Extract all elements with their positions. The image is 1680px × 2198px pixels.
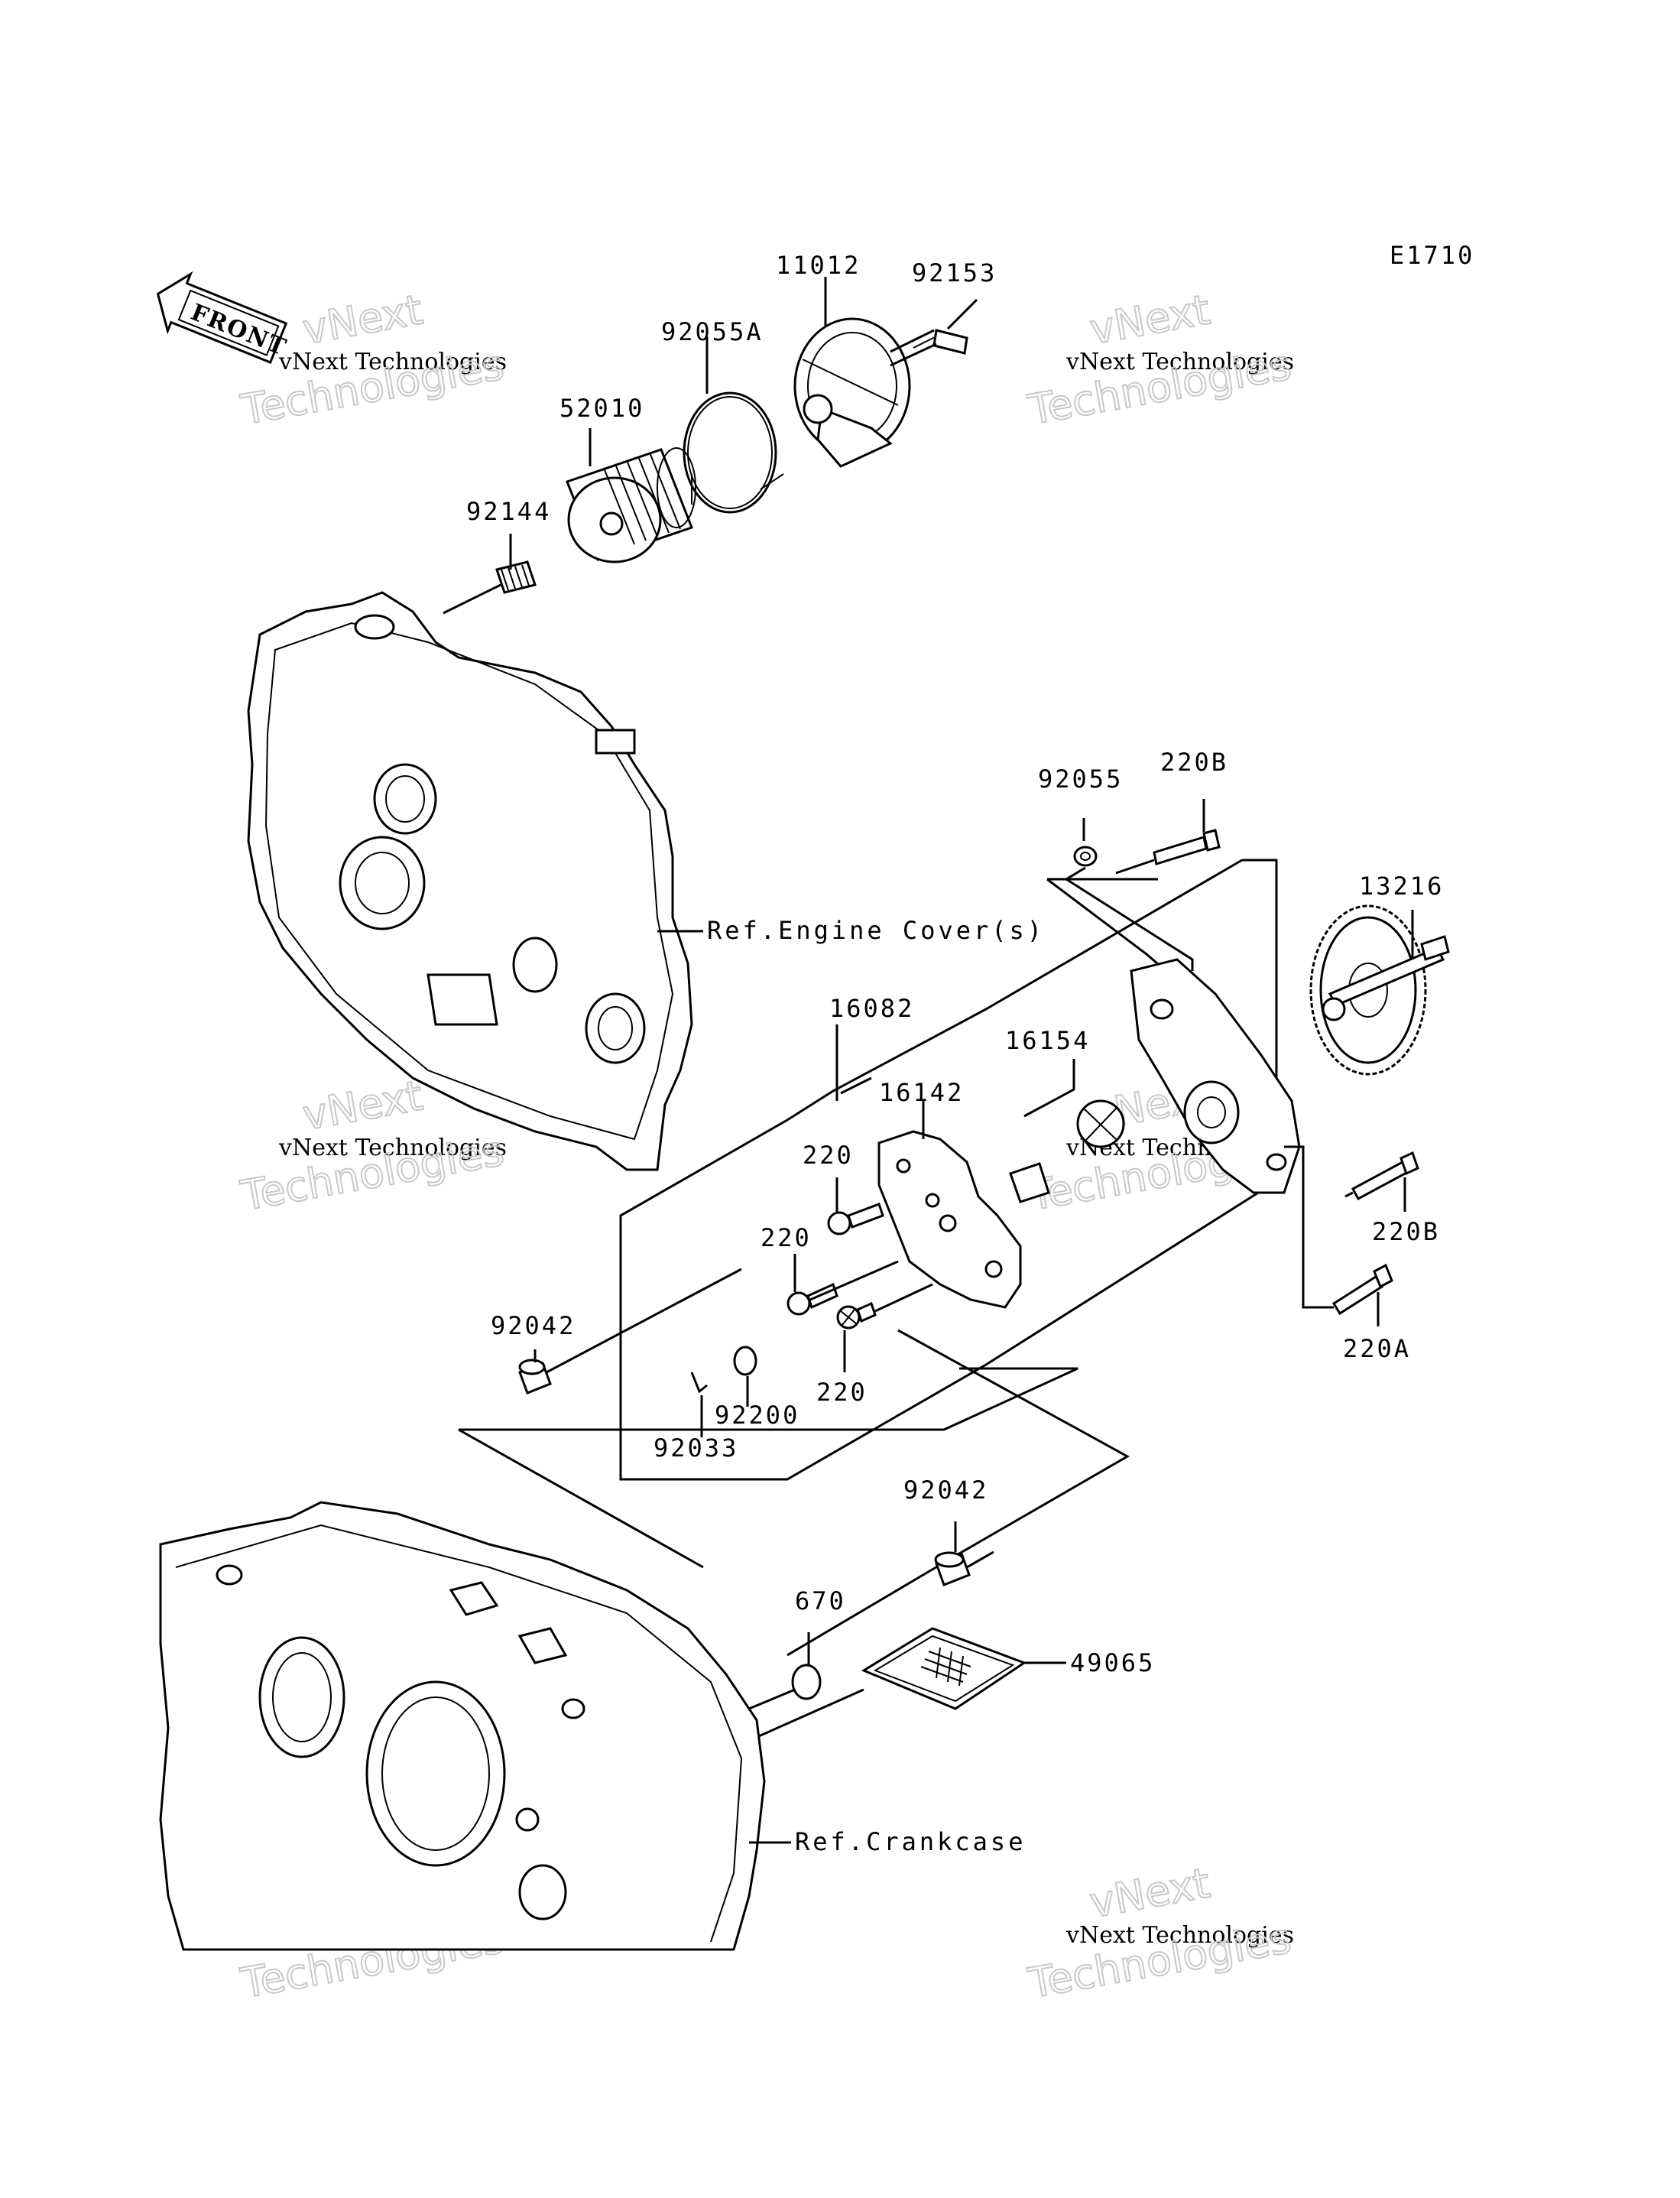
- label-92042-right: 92042: [903, 1476, 988, 1505]
- engine-cover: [247, 591, 693, 1171]
- bolt-220a: [1331, 1263, 1393, 1316]
- label-13216: 13216: [1359, 872, 1444, 901]
- washer-92055: [1073, 846, 1098, 867]
- diagram-code: E1710: [1390, 241, 1474, 270]
- label-92153: 92153: [912, 258, 997, 287]
- svg-text:vNext Technologies: vNext Technologies: [278, 349, 507, 375]
- bolt-92153: [890, 329, 968, 367]
- label-92144: 92144: [466, 497, 551, 526]
- label-670: 670: [795, 1586, 846, 1615]
- bolt-220b-top: [1153, 829, 1221, 865]
- oil-filter: [566, 447, 696, 563]
- label-220-c: 220: [816, 1378, 868, 1407]
- ref-engine-cover: Ref.Engine Cover(s): [707, 916, 1045, 945]
- rotor-16154: [1009, 1099, 1125, 1203]
- dowel-92042-right: [934, 1551, 971, 1586]
- strainer-49065: [861, 1627, 1027, 1710]
- screw-220-c: [836, 1301, 877, 1330]
- label-92200: 92200: [715, 1401, 799, 1430]
- watermark-bottom-right: vNext vNext Technologies Technologies: [1023, 1858, 1296, 2008]
- washer-92200: [733, 1346, 757, 1376]
- svg-text:vNext: vNext: [299, 285, 426, 353]
- label-220-a: 220: [803, 1141, 854, 1170]
- label-16142: 16142: [879, 1078, 964, 1107]
- label-92055: 92055: [1038, 765, 1123, 794]
- screw-220-a: [827, 1203, 884, 1235]
- front-arrow-icon: FRONT: [156, 271, 290, 364]
- o-ring-92055a: [683, 391, 777, 514]
- label-220b-right: 220B: [1372, 1217, 1440, 1246]
- svg-text:vNext Technologies: vNext Technologies: [278, 1135, 507, 1161]
- label-220a: 220A: [1343, 1334, 1411, 1363]
- oil-filter-cover: [793, 317, 911, 468]
- o-ring-670: [791, 1664, 822, 1700]
- screw-220-b: [786, 1282, 838, 1316]
- label-92042-left: 92042: [491, 1311, 576, 1340]
- label-220b-top: 220B: [1160, 748, 1228, 777]
- ref-crankcase: Ref.Crankcase: [795, 1827, 1026, 1856]
- svg-text:vNext: vNext: [1086, 285, 1213, 353]
- svg-text:vNext Technologies: vNext Technologies: [1065, 1922, 1294, 1949]
- label-92033: 92033: [654, 1433, 738, 1463]
- circlip-92033: [690, 1372, 708, 1394]
- svg-text:vNext: vNext: [1086, 1859, 1213, 1927]
- label-11012: 11012: [776, 251, 861, 280]
- label-220-b: 220: [761, 1223, 812, 1252]
- crankcase: [159, 1501, 766, 1951]
- label-16154: 16154: [1005, 1026, 1090, 1055]
- label-49065: 49065: [1070, 1648, 1155, 1677]
- svg-text:vNext: vNext: [299, 1071, 426, 1139]
- watermark-top-right: vNext vNext Technologies Technologies: [1023, 284, 1296, 435]
- oil-pump-body: [1130, 958, 1301, 1194]
- label-16082: 16082: [829, 994, 914, 1023]
- dowel-92042-left: [518, 1359, 552, 1394]
- spring-92144: [495, 560, 537, 594]
- bolt-220b-right: [1351, 1151, 1419, 1201]
- gear-13216: [1309, 904, 1450, 1076]
- label-52010: 52010: [559, 394, 644, 423]
- svg-text:vNext Technologies: vNext Technologies: [1065, 349, 1294, 375]
- cover-plate-16142: [877, 1130, 1022, 1309]
- label-92055a: 92055A: [661, 317, 764, 346]
